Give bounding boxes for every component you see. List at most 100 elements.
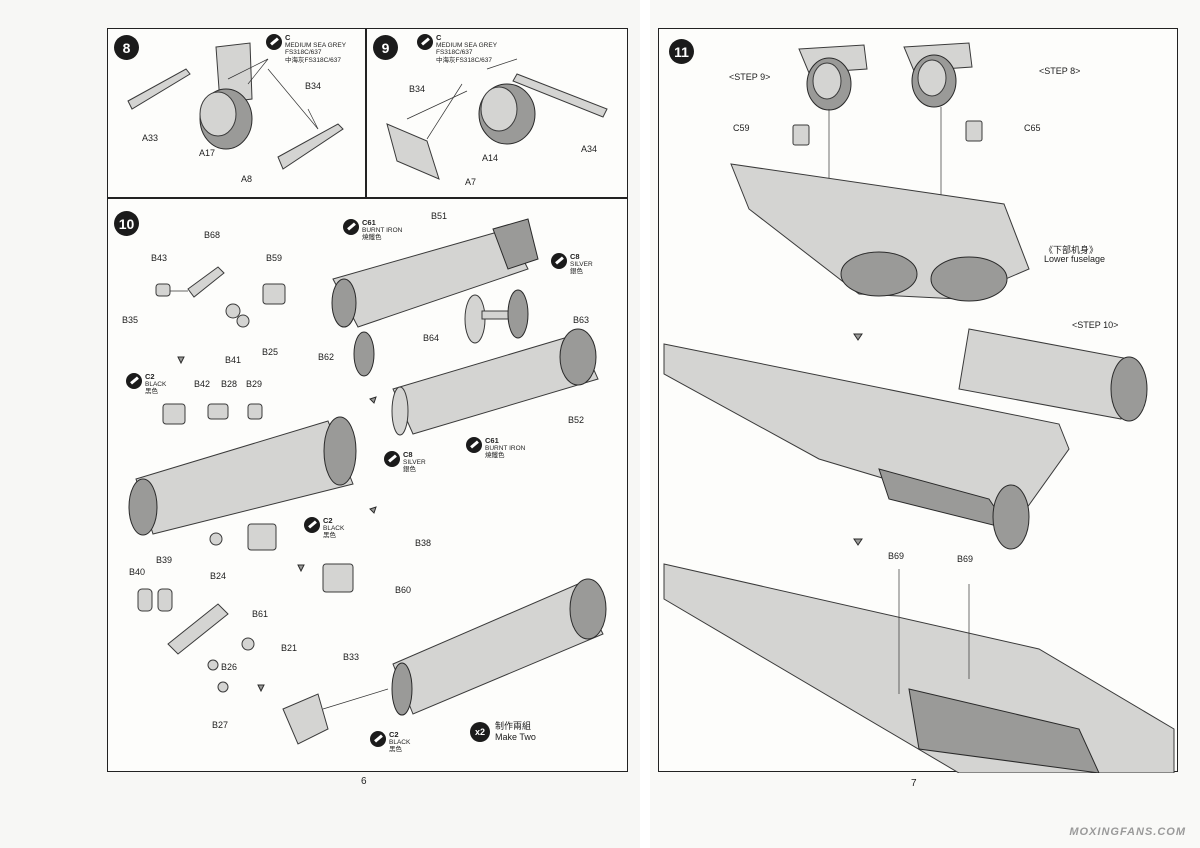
step-9-number: 9 <box>373 35 398 60</box>
label-a7: A7 <box>465 177 477 187</box>
step-10-panel: 10 <box>107 198 628 772</box>
paint-code: C61 <box>362 218 376 227</box>
paint-black-1: C2 BLACK 黑色 <box>126 373 166 396</box>
paint-name: MEDIUM SEA GREY <box>285 41 347 49</box>
paint-zh: 銀色 <box>570 268 583 275</box>
step-9-panel: 9 C MEDIUM SEA GREY FS318C/637 中海灰FS318C… <box>366 28 628 198</box>
paint-brush-icon <box>384 451 400 467</box>
label-b38: B38 <box>415 538 432 548</box>
paint-name: BURNT IRON <box>485 444 526 452</box>
paint-zh: 黑色 <box>389 746 402 753</box>
label-step-10-ref: <STEP 10> <box>1072 320 1119 330</box>
paint-zh: 中海灰FS318C/637 <box>436 56 492 64</box>
label-b26: B26 <box>221 662 238 672</box>
label-b39: B39 <box>156 555 173 565</box>
label-b60: B60 <box>395 585 412 595</box>
make-two-note: x2 制作兩組 Make Two <box>470 721 536 743</box>
right-page: 11 <box>650 0 1200 848</box>
label-b42: B42 <box>194 379 211 389</box>
step-8-drawing <box>127 42 344 170</box>
paint-silver-2: C8 SILVER 銀色 <box>384 451 426 474</box>
paint-brush-icon <box>343 219 359 235</box>
paint-code: C8 <box>570 252 580 261</box>
step-10-drawing <box>128 218 607 745</box>
label-b43: B43 <box>151 253 168 263</box>
step-9-paint-callout: C MEDIUM SEA GREY FS318C/637 中海灰FS318C/6… <box>417 34 497 64</box>
label-c59: C59 <box>733 123 750 133</box>
paint-black-2: C2 BLACK 黑色 <box>304 517 344 540</box>
paint-brush-icon <box>370 731 386 747</box>
paint-fs: FS318C/637 <box>436 49 473 56</box>
paint-name: BURNT IRON <box>362 226 403 234</box>
label-b24: B24 <box>210 571 227 581</box>
paint-silver-1: C8 SILVER 銀色 <box>551 253 593 276</box>
label-a14: A14 <box>482 153 499 163</box>
site-watermark: MOXINGFANS.COM <box>1069 826 1186 838</box>
paint-code: C2 <box>145 372 155 381</box>
label-lower-fuselage-zh: 《下部机身》 <box>1044 245 1099 255</box>
label-b52: B52 <box>568 415 585 425</box>
paint-zh: 燒鐵色 <box>485 452 505 459</box>
paint-code: C2 <box>323 516 333 525</box>
make-two-en: Make Two <box>495 732 536 742</box>
paint-brush-icon <box>126 373 142 389</box>
step-8-number: 8 <box>114 35 139 60</box>
paint-brush-icon <box>417 34 433 50</box>
paint-name: SILVER <box>570 260 593 268</box>
label-a8: A8 <box>241 174 253 184</box>
label-b34: B34 <box>305 81 322 91</box>
step-11-drawing <box>663 42 1175 773</box>
paint-zh: 銀色 <box>403 466 416 473</box>
label-a34: A34 <box>581 144 598 154</box>
paint-burnt-iron-1: C61 BURNT IRON 燒鐵色 <box>343 219 402 242</box>
step-11-number: 11 <box>669 39 694 64</box>
paint-brush-icon <box>466 437 482 453</box>
label-c65: C65 <box>1024 123 1041 133</box>
label-b51: B51 <box>431 211 448 221</box>
label-b25: B25 <box>262 347 279 357</box>
label-b61: B61 <box>252 609 269 619</box>
step-11-panel: 11 <box>658 28 1178 773</box>
step-9-drawing <box>386 58 608 180</box>
paint-name: BLACK <box>389 738 411 746</box>
label-b63: B63 <box>573 315 590 325</box>
page-number-left: 6 <box>361 776 367 787</box>
label-b29: B29 <box>246 379 263 389</box>
label-step-9-ref: <STEP 9> <box>729 72 771 82</box>
label-a17: A17 <box>199 148 216 158</box>
paint-zh: 燒鐵色 <box>362 234 382 241</box>
label-b62: B62 <box>318 352 335 362</box>
paint-code: C8 <box>403 450 413 459</box>
paint-brush-icon <box>551 253 567 269</box>
paint-name: MEDIUM SEA GREY <box>436 41 498 49</box>
paint-zh: 中海灰FS318C/637 <box>285 56 341 64</box>
paint-burnt-iron-2: C61 BURNT IRON 燒鐵色 <box>466 437 525 460</box>
paint-fs: FS318C/637 <box>285 49 322 56</box>
page-gutter <box>640 0 650 848</box>
label-b34: B34 <box>409 84 426 94</box>
label-b68: B68 <box>204 230 221 240</box>
label-b59: B59 <box>266 253 283 263</box>
label-b40: B40 <box>129 567 146 577</box>
label-b33: B33 <box>343 652 360 662</box>
label-b28: B28 <box>221 379 238 389</box>
label-b41: B41 <box>225 355 242 365</box>
paint-black-3: C2 BLACK 黑色 <box>370 731 410 754</box>
label-b35: B35 <box>122 315 139 325</box>
step-8-panel: 8 C MEDIUM SEA GREY FS318C/637 中海灰FS318C… <box>107 28 366 198</box>
label-b64: B64 <box>423 333 440 343</box>
label-b69-a: B69 <box>888 551 905 561</box>
label-b27: B27 <box>212 720 229 730</box>
step-10-number: 10 <box>114 211 139 236</box>
paint-brush-icon <box>266 34 282 50</box>
left-page: 8 C MEDIUM SEA GREY FS318C/637 中海灰FS318C… <box>0 0 640 848</box>
paint-code: C <box>436 33 442 42</box>
paint-name: BLACK <box>323 524 345 532</box>
page-number-right: 7 <box>911 778 917 789</box>
make-two-zh: 制作兩組 <box>495 721 532 731</box>
multiplier-badge: x2 <box>470 722 490 742</box>
label-b69-b: B69 <box>957 554 974 564</box>
label-lower-fuselage-en: Lower fuselage <box>1044 254 1106 264</box>
paint-code: C2 <box>389 730 399 739</box>
step-8-paint-callout: C MEDIUM SEA GREY FS318C/637 中海灰FS318C/6… <box>266 34 346 64</box>
